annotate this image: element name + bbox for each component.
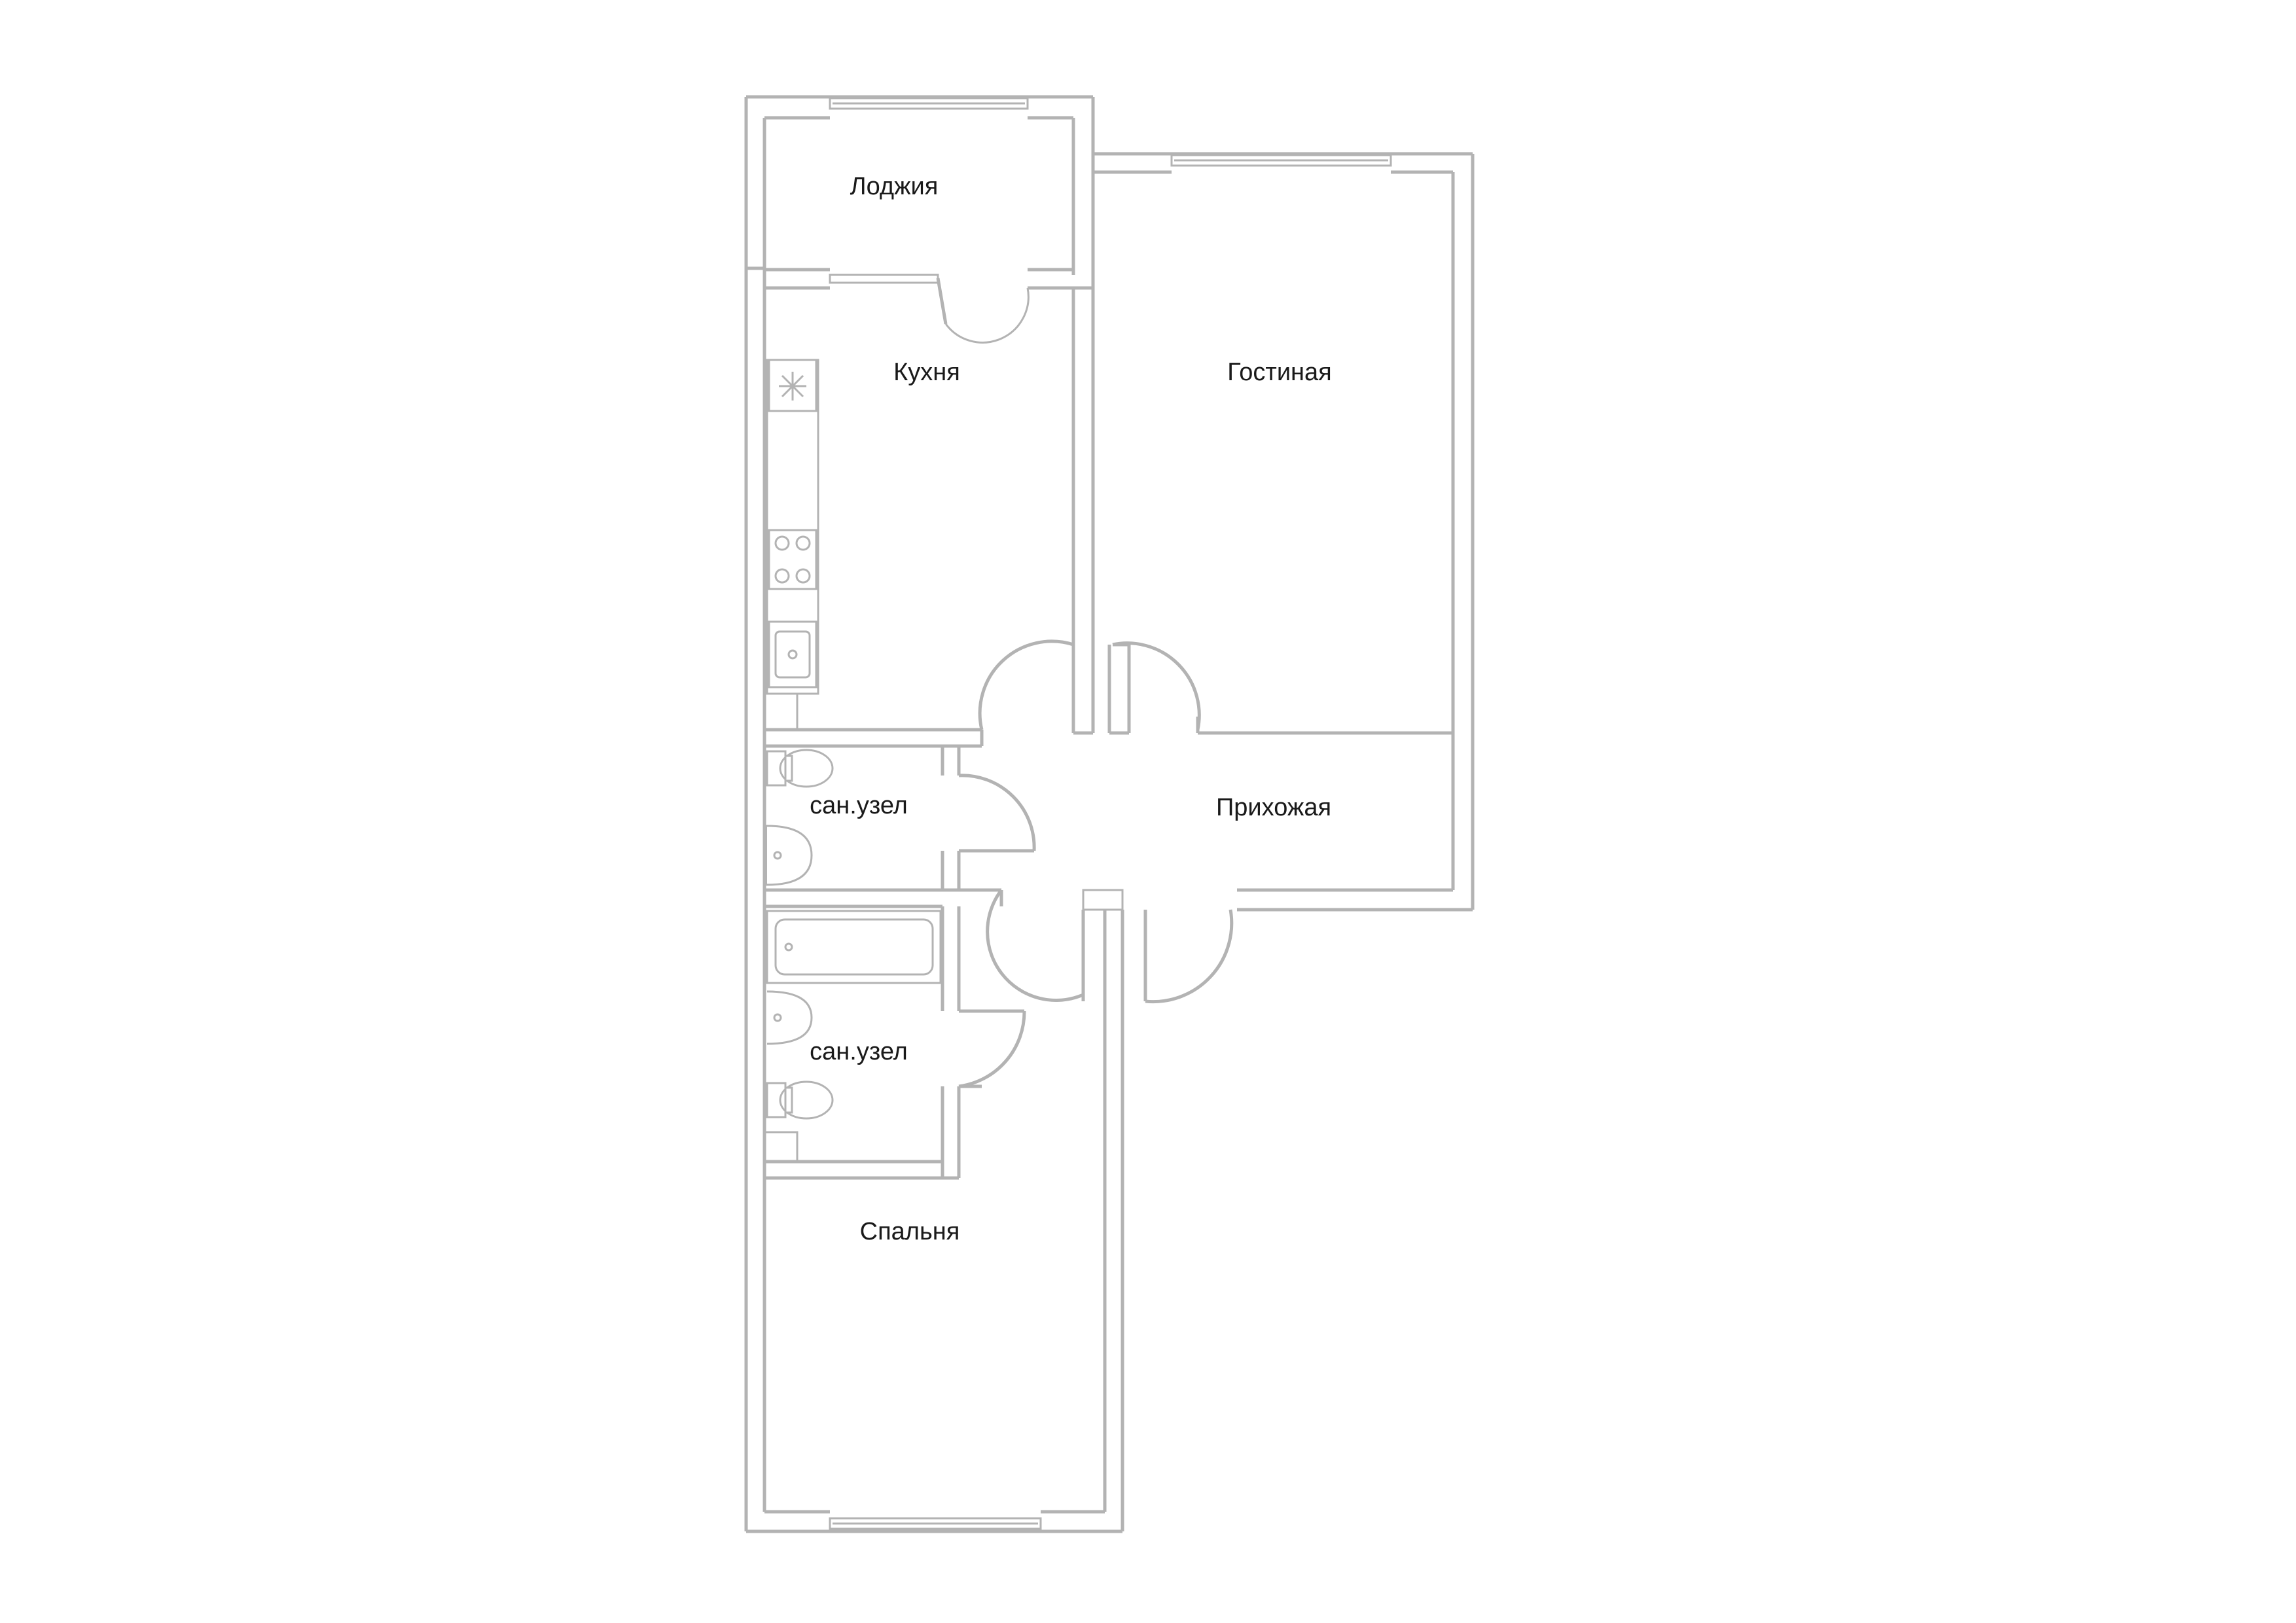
room-label-loggia: Лоджия <box>850 173 939 200</box>
kitchen-fixtures <box>766 359 819 695</box>
room-label-hall: Прихожая <box>1216 794 1331 821</box>
room-label-bath1: сан.узел <box>810 792 908 819</box>
washbasin-icon <box>766 825 813 886</box>
room-label-bedroom: Спальня <box>860 1218 960 1245</box>
bath1-fixtures <box>766 749 834 886</box>
room-labels: Лоджия Кухня Гостиная сан.узел Прихожая … <box>810 173 1332 1245</box>
bathtub-icon <box>766 910 942 984</box>
room-label-living: Гостиная <box>1227 359 1332 386</box>
room-label-bath2: сан.узел <box>810 1038 908 1065</box>
fridge-icon <box>768 359 817 412</box>
toilet-icon <box>766 1080 834 1120</box>
bath2-fixtures <box>766 910 942 1120</box>
interior-walls <box>746 266 1453 1180</box>
room-label-kitchen: Кухня <box>893 359 960 386</box>
doors <box>936 277 1234 1088</box>
outer-walls <box>744 95 1475 1533</box>
washbasin-icon <box>766 990 813 1045</box>
toilet-icon <box>766 749 834 788</box>
